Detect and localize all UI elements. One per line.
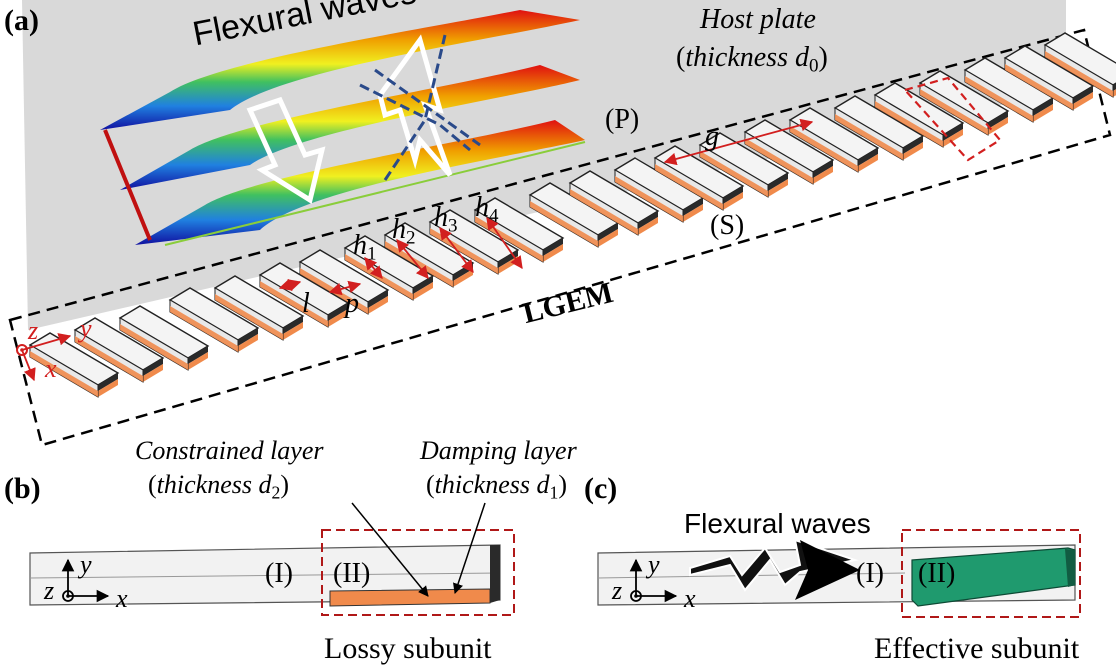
axis-z-label-c: z (612, 576, 623, 605)
h1-sub: 1 (367, 243, 377, 265)
host-plate-label: Host plate (700, 4, 816, 35)
h2-sub: 2 (406, 227, 416, 249)
h-symbol: h (392, 214, 406, 245)
h-symbol: h (353, 230, 367, 261)
lossy-subunit-label: Lossy subunit (324, 632, 492, 665)
host-plate-region-label: (P) (605, 104, 640, 135)
region-II-label-b: (II) (333, 558, 371, 589)
axis-y-label-a: y (80, 314, 92, 343)
h3-dimension (439, 226, 474, 274)
axis-z-label-b: z (44, 576, 55, 605)
region-I-label-c: (I) (856, 558, 884, 589)
region-II-label-c: (II) (918, 558, 956, 589)
panel-b-label: (b) (4, 472, 41, 505)
constrained-layer-label: Constrained layer (135, 436, 324, 465)
axis-y-label-b: y (80, 550, 92, 579)
h2-dimension (396, 239, 429, 279)
h4-label: h4 (475, 194, 499, 226)
h1-label: h1 (353, 232, 377, 264)
region-I-label-b: (I) (265, 558, 293, 589)
h4-sub: 4 (489, 205, 499, 227)
h1-dimension (364, 257, 383, 279)
reflected-wave-arrow (377, 34, 453, 177)
h3-sub: 3 (448, 215, 458, 237)
h3-label: h3 (434, 204, 458, 236)
axis-x-label-a: x (45, 354, 57, 383)
wave-direction-arrow (246, 96, 326, 204)
constrained-thickness-word: thickness (156, 470, 252, 499)
panel-a-label: (a) (4, 4, 39, 37)
panel-c-label: (c) (584, 472, 618, 505)
constrained-thickness-symbol: d (258, 470, 272, 499)
g-label: g (705, 121, 719, 152)
axis-x-label-c: x (684, 584, 696, 613)
effective-subunit-label: Effective subunit (874, 632, 1080, 665)
axis-z-label-a: z (28, 316, 39, 345)
damping-thickness-symbol: d (536, 470, 550, 499)
lossy-subunit-highlight (321, 529, 515, 616)
p-dimension (328, 280, 362, 296)
structure-region-label: (S) (710, 210, 745, 241)
host-plate-thickness: (thickness d0) (676, 42, 828, 77)
host-thickness-word: thickness (685, 42, 788, 73)
unit-cell-highlight (902, 76, 1002, 162)
p-label: p (345, 288, 359, 319)
flexural-wave-ribbon (100, 10, 586, 246)
h2-label: h2 (392, 216, 416, 248)
panel-b-beam (29, 502, 515, 616)
l-label: l (302, 288, 310, 319)
constrained-thickness-sub: 2 (271, 482, 281, 503)
axis-y-label-c: y (648, 550, 660, 579)
panel-c-beam (597, 529, 1081, 618)
damping-layer-label: Damping layer (420, 436, 577, 465)
axis-x-label-b: x (116, 584, 128, 613)
blocked-wave-outline (359, 34, 481, 181)
damping-thickness-sub: 1 (549, 482, 559, 503)
l-dimension (278, 278, 302, 292)
dimension-annotations (21, 76, 1002, 382)
g-dimension (663, 118, 814, 166)
flexural-waves-label-c: Flexural waves (684, 508, 871, 539)
host-thickness-symbol: d (794, 42, 809, 73)
h-symbol: h (434, 202, 448, 233)
h4-dimension (486, 216, 523, 270)
effective-subunit-highlight (901, 529, 1081, 618)
constrained-thickness-label: (thickness d2) (148, 470, 289, 503)
h-symbol: h (475, 192, 489, 223)
damping-thickness-word: thickness (434, 470, 530, 499)
host-thickness-sub: 0 (808, 55, 819, 77)
damping-thickness-label: (thickness d1) (426, 470, 567, 503)
